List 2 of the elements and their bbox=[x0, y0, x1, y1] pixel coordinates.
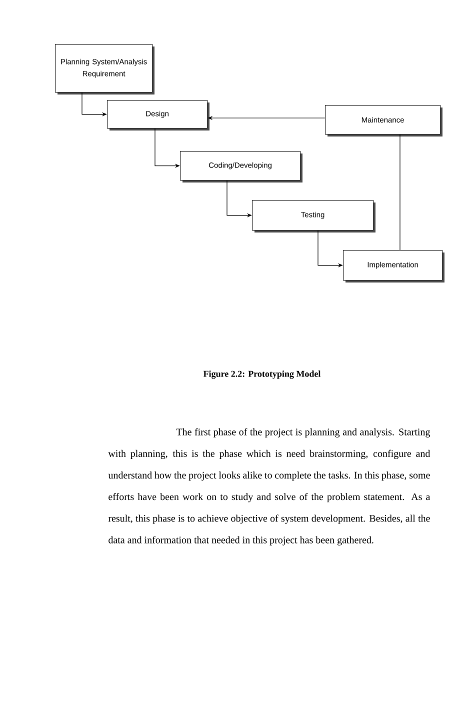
paragraph: The first phase of the project is planning and analysis. Starting with planning, this is the phase which is need brainstorming, configure and understand how the project looks alike to complete the tasks. In this phase, some efforts have been work on to study and solve of the problem statement. As a result, this phase is to achieve objective of system development. Besides, all the data and information that needed in this project has been gathered. bbox=[108, 428, 430, 546]
figure-caption: Figure 2.2: Prototyping Model bbox=[203, 370, 321, 379]
